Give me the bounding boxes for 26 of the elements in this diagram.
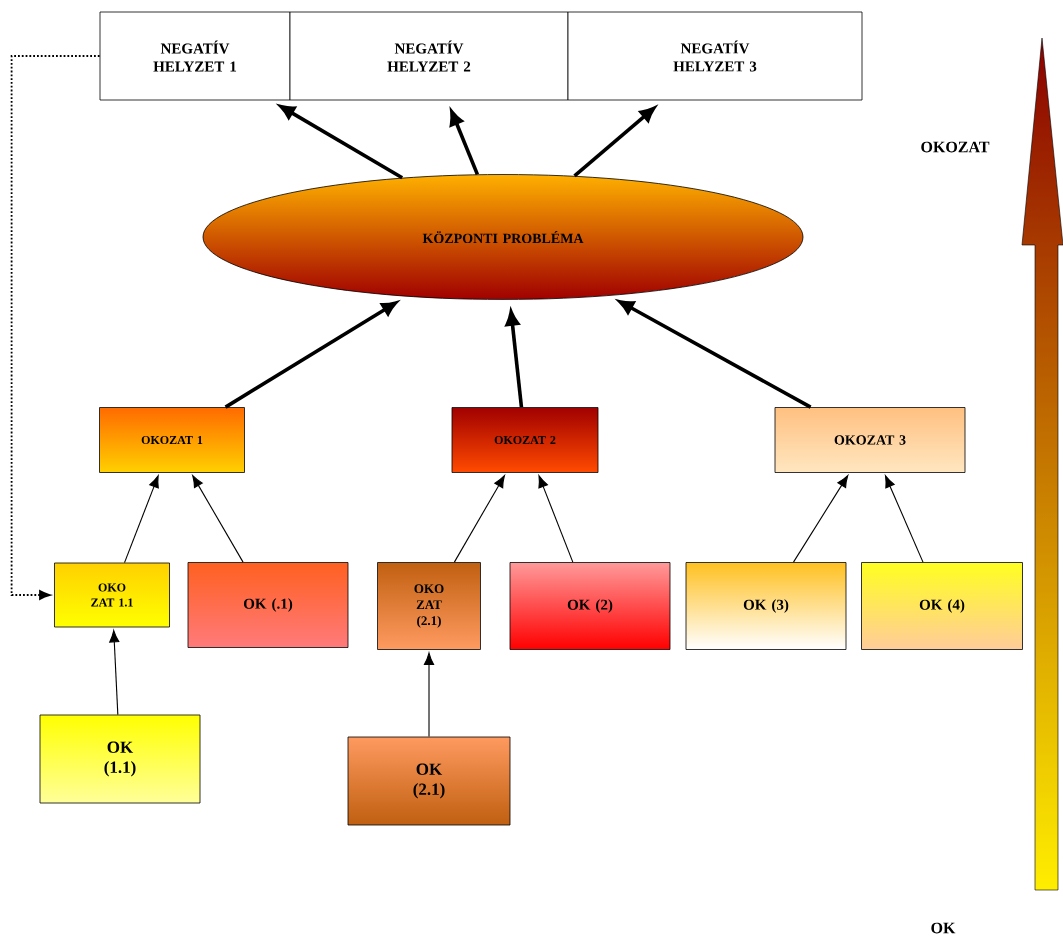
arrow [192,475,244,563]
cause-box: OKOZAT 3 [774,407,966,473]
cause-box: OK (4) [861,562,1023,650]
cause-box: OKOZAT 1 [99,407,245,473]
arrow [124,475,159,564]
arrow [109,630,120,716]
arrow [573,106,656,178]
table-cell: NEGATÍV HELYZET 3 [567,11,863,101]
axis-label: OKOZAT [921,141,990,153]
arrow [792,475,849,563]
arrow [423,652,435,738]
table-cell: NEGATÍV HELYZET 1 [99,11,291,101]
arrow [884,475,924,563]
cause-box: OKOZAT 2 [451,407,599,473]
cause-box: OK (1.1) [39,714,201,804]
cause-box: OKO ZAT (2.1) [377,562,481,650]
cause-box: OK (3) [685,562,847,650]
cause-box: OK (.1) [187,562,349,648]
cause-box: OKO ZAT 1.1 [54,562,170,628]
axis-label: OK [931,922,956,934]
arrow [10,55,101,600]
cause-box: OK (2.1) [347,736,511,826]
arrow [453,475,505,563]
table-cell: NEGATÍV HELYZET 2 [289,11,569,101]
arrow [538,475,574,563]
cause-box: OK (2) [509,562,671,650]
